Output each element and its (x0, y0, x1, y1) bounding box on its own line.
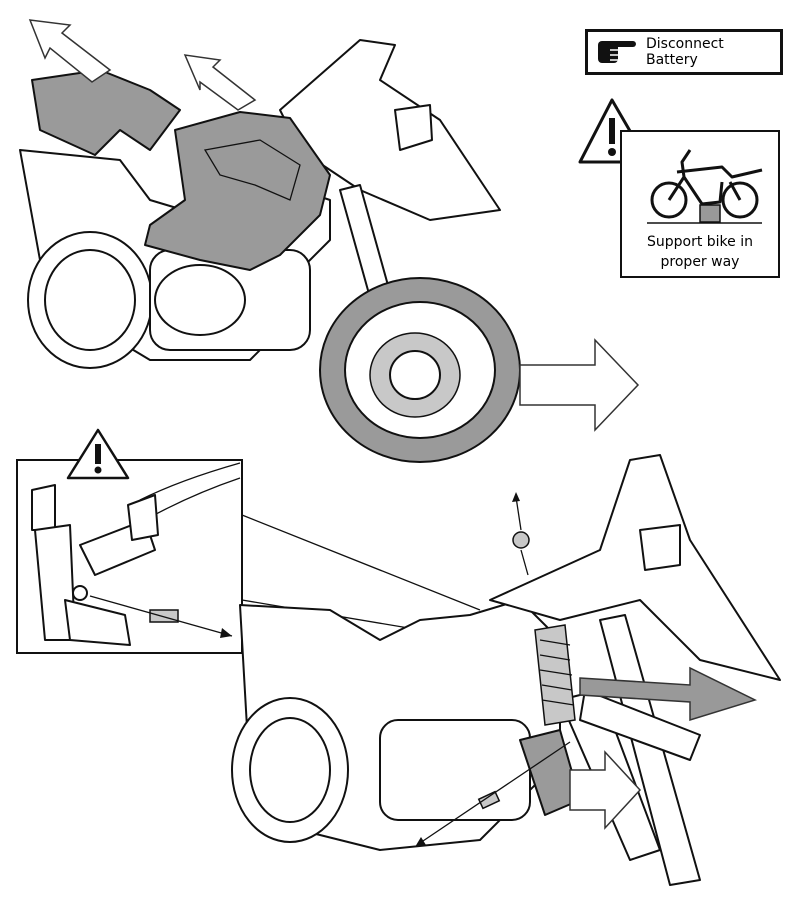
nut-icon (512, 531, 530, 549)
arrow-component-out (579, 666, 758, 722)
tank-cover-highlight (144, 111, 331, 271)
bottom-motorcycle (231, 454, 781, 886)
bike-on-stand-icon (647, 149, 763, 224)
support-label-line1: Support bike in (646, 234, 753, 250)
support-label-line2: proper way (660, 254, 740, 270)
seat-highlight (31, 69, 181, 156)
support-bike-notice: Support bike in proper way (620, 130, 780, 278)
disconnect-battery-notice: Disconnect Battery (585, 29, 783, 75)
disconnect-battery-label: Disconnect Battery (645, 36, 724, 68)
detail-inset (16, 428, 481, 654)
pointing-hand-icon (597, 41, 636, 63)
arrow-wheel-removal (519, 338, 640, 432)
arrow-tank-removal (183, 54, 257, 111)
arrow-radiator-out (569, 750, 642, 830)
arrow-seat-removal (28, 19, 112, 83)
stand-block (699, 204, 721, 223)
support-bike-label: Support bike in proper way (622, 232, 778, 272)
top-motorcycle (19, 19, 640, 463)
